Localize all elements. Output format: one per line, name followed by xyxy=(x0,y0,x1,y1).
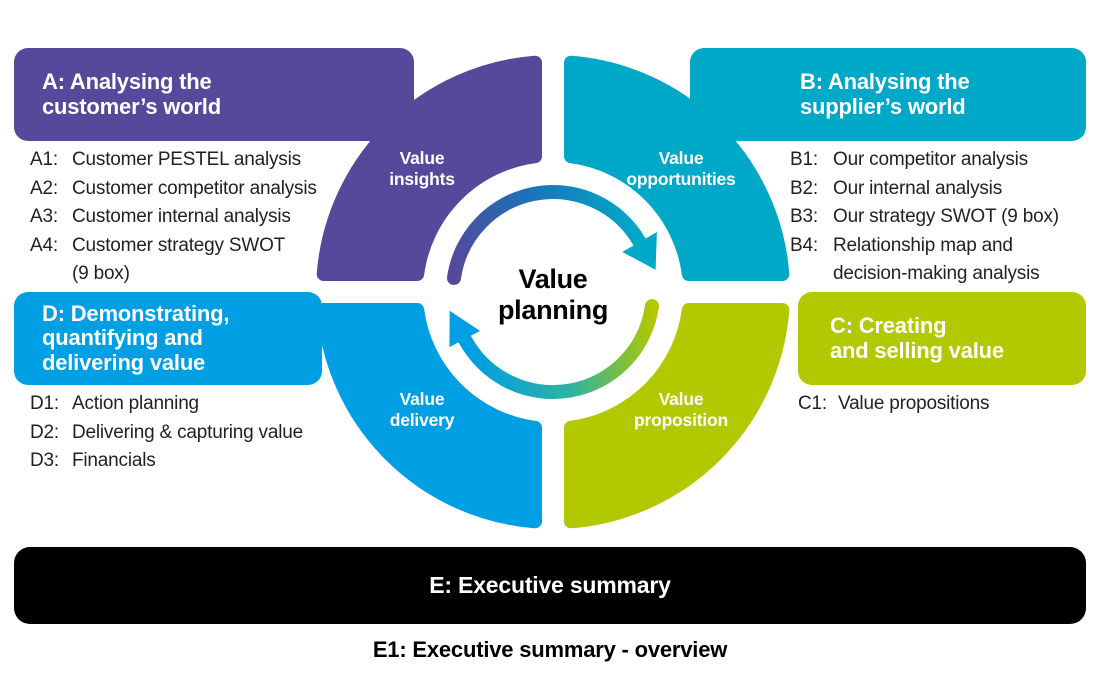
section-d-header: D: Demonstrating, quantifying and delive… xyxy=(14,292,322,385)
center-label: Value planning xyxy=(497,264,609,325)
clockwise-arrowhead-right-icon xyxy=(622,232,657,270)
ring-quadrant-value-opportunities xyxy=(564,55,790,281)
list-item: D3: Financials xyxy=(30,447,303,476)
list-item: A3: Customer internal analysis xyxy=(30,203,317,232)
section-c-item-list: C1: Value propositions xyxy=(798,390,990,419)
item-number: A1: xyxy=(30,149,58,170)
item-text: Financials xyxy=(72,450,156,471)
executive-summary-bar: E: Executive summary xyxy=(14,547,1086,624)
clockwise-arrowhead-left-icon xyxy=(449,310,480,348)
section-d-item-list: D1: Action planning D2: Delivering & cap… xyxy=(30,390,303,476)
list-item: B3: Our strategy SWOT (9 box) xyxy=(790,203,1090,232)
item-text: Our strategy SWOT (9 box) xyxy=(833,206,1059,227)
ring-label-value-insights: Value insights xyxy=(389,148,455,189)
item-text: Customer internal analysis xyxy=(72,206,291,227)
item-number: B3: xyxy=(790,206,818,227)
executive-summary-label: E: Executive summary xyxy=(429,572,671,598)
item-text: Customer competitor analysis xyxy=(72,177,317,199)
section-b-item-list: B1: Our competitor analysis B2: Our inte… xyxy=(790,146,1090,289)
list-item: A4: Customer strategy SWOT (9 box) xyxy=(30,232,317,289)
item-text: Customer strategy SWOT (9 box) xyxy=(72,234,286,285)
list-item: D1: Action planning xyxy=(30,390,303,419)
item-text: Our internal analysis xyxy=(833,177,1002,199)
item-number: D2: xyxy=(30,421,59,443)
item-text: Value propositions xyxy=(838,393,990,414)
list-item: B4: Relationship map and decision-making… xyxy=(790,232,1090,289)
list-item: A1: Customer PESTEL analysis xyxy=(30,146,317,175)
list-item: A2: Customer competitor analysis xyxy=(30,175,317,204)
list-item: D2: Delivering & capturing value xyxy=(30,419,303,448)
list-item: B2: Our internal analysis xyxy=(790,175,1090,204)
list-item: C1: Value propositions xyxy=(798,390,990,419)
ring-quadrant-value-insights xyxy=(316,55,542,281)
item-number: D1: xyxy=(30,393,59,414)
ring-label-value-delivery: Value delivery xyxy=(389,389,455,430)
item-text: Customer PESTEL analysis xyxy=(72,149,301,170)
ring-quadrant-value-delivery xyxy=(316,303,542,529)
item-text: Delivering & capturing value xyxy=(72,421,303,443)
cycle-arc-bottom xyxy=(457,299,659,399)
item-number: A4: xyxy=(30,234,58,256)
section-c-header: C: Creating and selling value xyxy=(798,292,1086,385)
item-number: A3: xyxy=(30,206,58,227)
section-b-header: B: Analysing the supplier’s world xyxy=(690,48,1086,141)
ring-label-value-proposition: Value proposition xyxy=(633,389,729,430)
item-text: Action planning xyxy=(72,393,199,414)
cycle-arc-top xyxy=(447,185,647,285)
item-text: Our competitor analysis xyxy=(833,149,1028,170)
ring-quadrant-value-proposition xyxy=(564,303,790,529)
section-a-item-list: A1: Customer PESTEL analysis A2: Custome… xyxy=(30,146,317,289)
list-item: B1: Our competitor analysis xyxy=(790,146,1090,175)
item-number: B2: xyxy=(790,177,818,199)
item-number: B1: xyxy=(790,149,818,170)
item-number: B4: xyxy=(790,234,818,256)
section-a-header: A: Analysing the customer’s world xyxy=(14,48,414,141)
item-number: D3: xyxy=(30,450,59,471)
ring-label-value-opportunities: Value opportunities xyxy=(626,148,736,189)
item-text: Relationship map and decision-making ana… xyxy=(833,234,1040,285)
item-number: A2: xyxy=(30,177,58,199)
footer-note: E1: Executive summary - overview xyxy=(372,637,728,662)
item-number: C1: xyxy=(798,393,827,414)
